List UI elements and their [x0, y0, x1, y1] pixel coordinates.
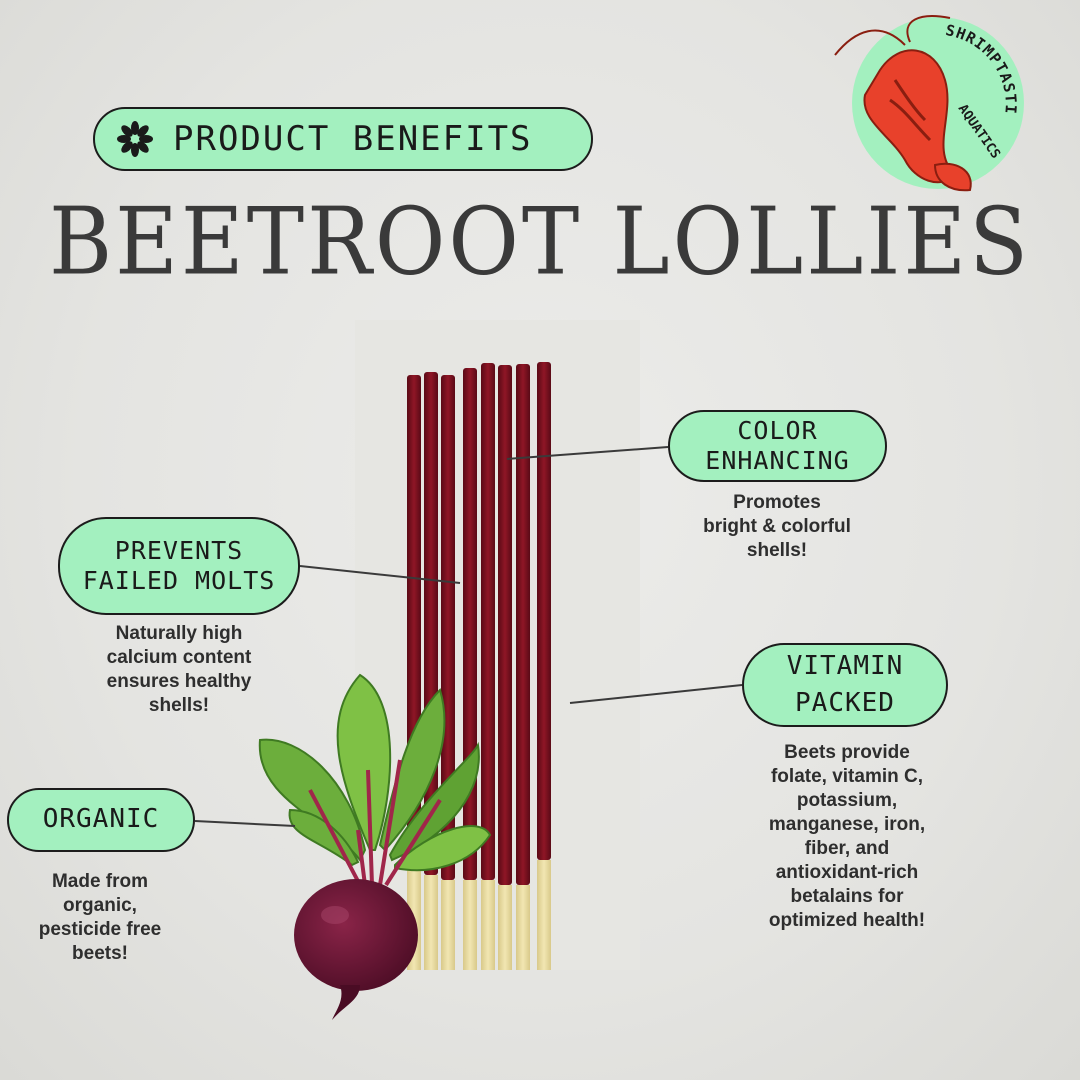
color-enhancing-badge: COLOR ENHANCING [668, 410, 887, 482]
prevents-failed-molts-badge: PREVENTS FAILED MOLTS [58, 517, 300, 615]
vitamin-packed-badge: VITAMIN PACKED [742, 643, 948, 727]
color-enhancing-desc: Promotes bright & colorful shells! [703, 492, 851, 561]
header-label: PRODUCT BENEFITS [173, 119, 533, 159]
badge-line: VITAMIN [786, 650, 904, 681]
product-benefits-badge: PRODUCT BENEFITS [93, 107, 593, 171]
badge-line: PACKED [795, 688, 895, 718]
prevents-failed-molts-desc: Naturally high calcium content ensures h… [106, 623, 252, 716]
badge-line: ORGANIC [42, 804, 160, 835]
organic-badge: ORGANIC [7, 788, 195, 852]
vitamin-packed-desc: Beets provide folate, vitamin C, potassi… [768, 742, 926, 931]
organic-desc: Made from organic, pesticide free beets! [38, 871, 162, 964]
badge-line: COLOR [737, 416, 818, 445]
badge-line: FAILED MOLTS [82, 566, 276, 595]
flower-icon [117, 121, 153, 157]
page-title: BEETROOT LOLLIES [48, 188, 1032, 296]
badge-line: ENHANCING [705, 446, 850, 475]
badge-line: PREVENTS [114, 536, 244, 565]
